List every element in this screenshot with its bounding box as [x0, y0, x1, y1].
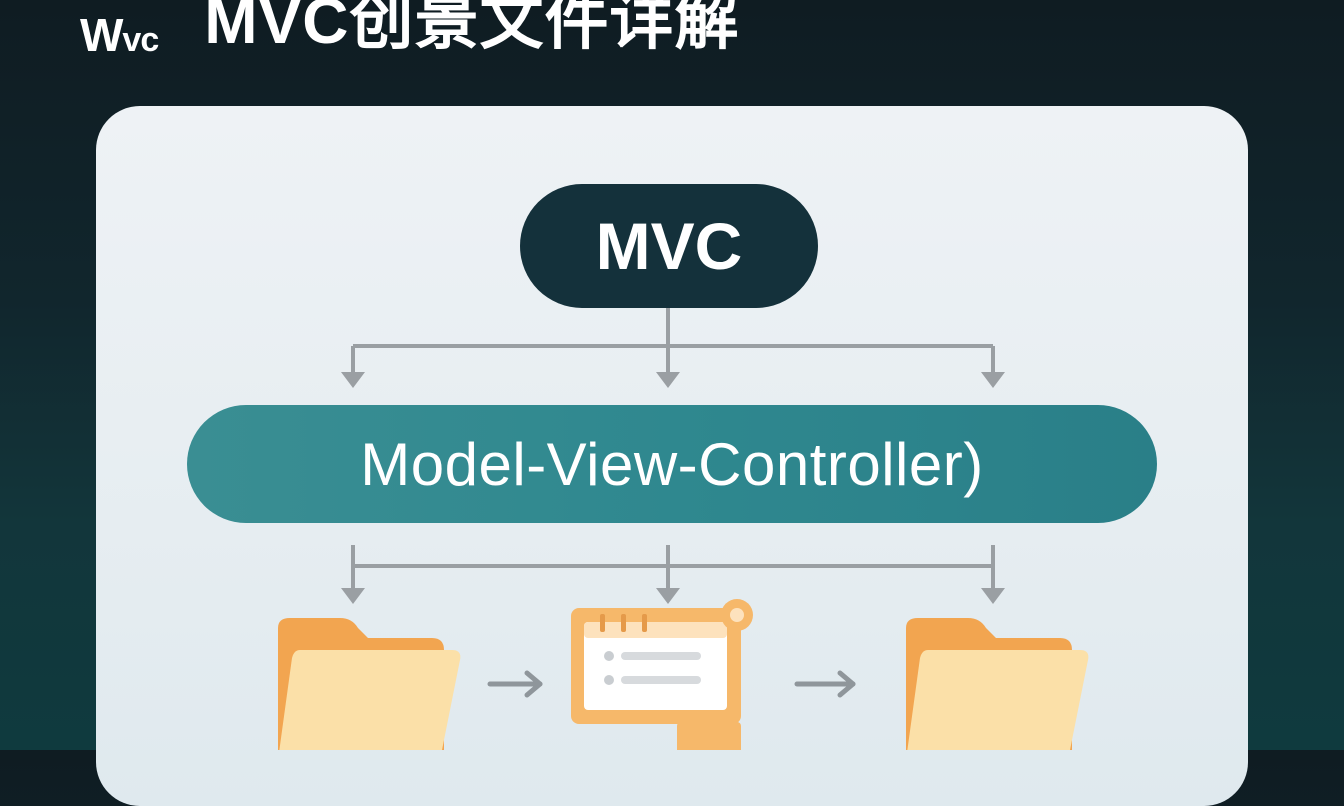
model-view-controller-node: Model-View-Controller): [187, 405, 1157, 523]
bullet-icon: [604, 675, 614, 685]
monitor-screen: [584, 622, 727, 710]
monitor-stand: [677, 722, 741, 750]
binder-ring-icon: [621, 614, 626, 632]
logo-main-text: W: [80, 9, 123, 61]
header: Wvc MVC创景文件详解: [80, 0, 739, 62]
arrow-right-icon: [487, 670, 543, 698]
arrow-down-icon: [656, 588, 680, 604]
arrow-down-icon: [981, 588, 1005, 604]
arrow-down-icon: [981, 372, 1005, 388]
logo-small-text: vc: [122, 21, 159, 59]
page-title: MVC创景文件详解: [204, 0, 740, 57]
bullet-icon: [604, 651, 614, 661]
folder-icon: [278, 618, 461, 750]
notification-dot-inner: [730, 608, 744, 622]
arrow-down-icon: [656, 372, 680, 388]
mvc-node: MVC: [520, 184, 818, 308]
binder-ring-icon: [642, 614, 647, 632]
folder-icon: [906, 618, 1089, 750]
arrow-down-icon: [341, 588, 365, 604]
monitor-checklist-icon: [571, 599, 753, 750]
top-arrowheads: [341, 372, 1005, 388]
arrow-right-icon: [794, 670, 856, 698]
top-connector-lines: [351, 308, 995, 374]
monitor-screen-header: [584, 622, 727, 638]
checklist-line: [621, 676, 701, 684]
diagram-connectors: [278, 308, 1089, 750]
logo: Wvc: [80, 8, 159, 62]
checklist-line: [621, 652, 701, 660]
arrow-down-icon: [341, 372, 365, 388]
bottom-connector-lines: [351, 545, 995, 590]
bottom-arrowheads: [341, 588, 1005, 604]
binder-ring-icon: [600, 614, 605, 632]
